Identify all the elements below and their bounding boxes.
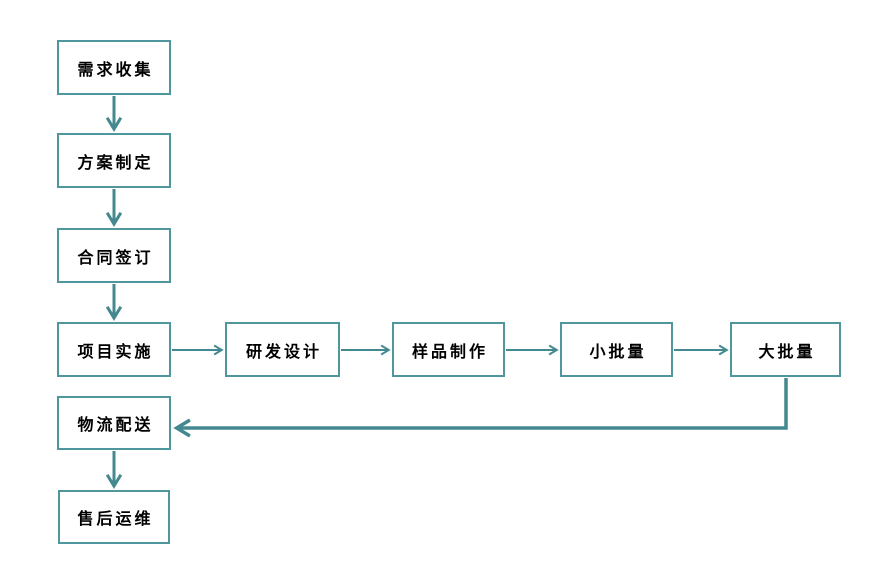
flow-node-sample: 样品制作 <box>392 322 505 377</box>
flow-node-rnd: 研发设计 <box>225 322 340 377</box>
flow-node-logistics: 物流配送 <box>57 396 171 450</box>
flow-node-smallbatch: 小批量 <box>560 322 673 377</box>
arrow-largebatch-to-logistics <box>173 378 788 438</box>
flow-node-requirements: 需求收集 <box>57 40 171 95</box>
flow-node-largebatch: 大批量 <box>730 322 841 377</box>
flow-node-aftersales: 售后运维 <box>58 490 170 544</box>
flow-node-plan: 方案制定 <box>57 133 171 188</box>
flow-node-contract: 合同签订 <box>57 228 171 283</box>
flow-node-implement: 项目实施 <box>57 322 171 377</box>
